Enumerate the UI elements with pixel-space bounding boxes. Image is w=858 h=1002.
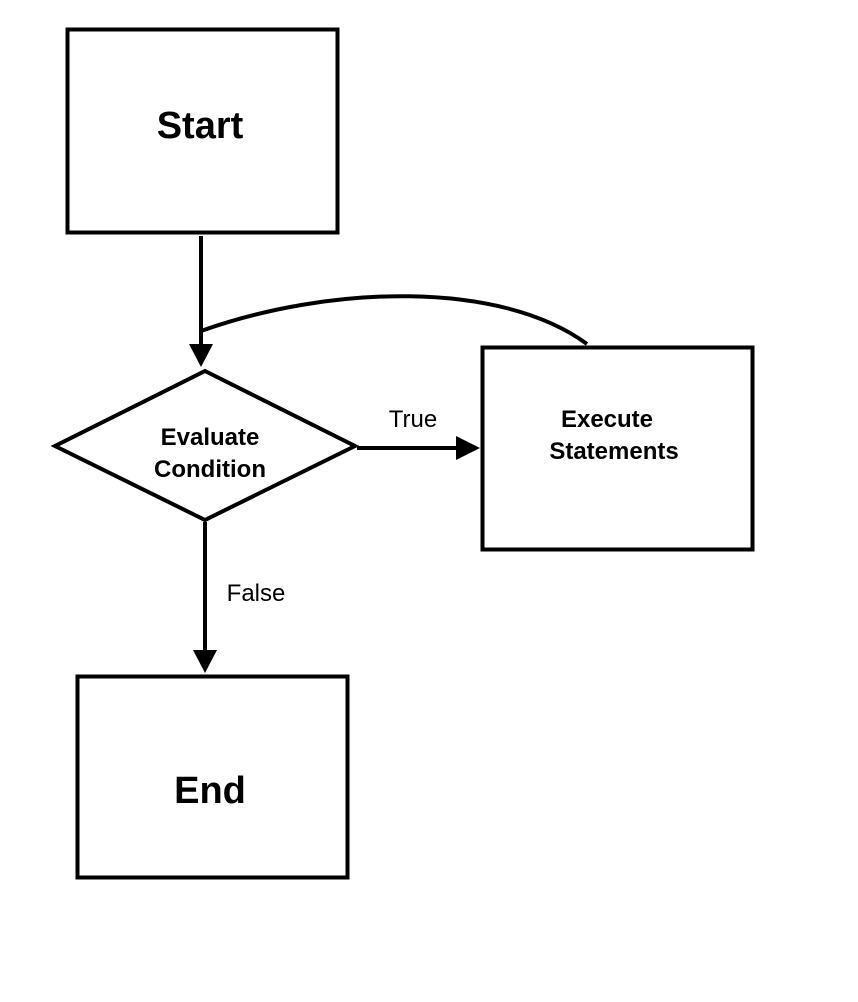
end-node: End bbox=[75, 674, 350, 880]
true-edge-arrowhead bbox=[456, 436, 480, 460]
end-box bbox=[75, 674, 350, 880]
statements-node: Execute Statements bbox=[480, 345, 755, 552]
start-to-condition-arrowhead bbox=[189, 344, 213, 367]
edge-start-to-condition bbox=[189, 236, 213, 367]
condition-label-line1: Evaluate bbox=[161, 424, 260, 451]
condition-diamond bbox=[50, 368, 360, 523]
statements-box bbox=[480, 345, 755, 552]
end-label: End bbox=[174, 770, 246, 812]
statements-label-line1: Execute bbox=[561, 406, 653, 433]
statements-label-line2: Statements bbox=[549, 438, 678, 465]
start-node: Start bbox=[65, 27, 340, 235]
start-label: Start bbox=[157, 105, 244, 147]
true-edge-label: True bbox=[389, 406, 437, 433]
condition-node: Evaluate Condition bbox=[50, 368, 360, 523]
edge-true: True bbox=[357, 406, 480, 460]
false-edge-arrowhead bbox=[193, 650, 217, 673]
start-box bbox=[65, 27, 340, 235]
edge-false: False bbox=[193, 522, 285, 673]
condition-label-line2: Condition bbox=[154, 456, 266, 483]
false-edge-label: False bbox=[227, 580, 286, 607]
loop-back-edge bbox=[200, 294, 589, 346]
